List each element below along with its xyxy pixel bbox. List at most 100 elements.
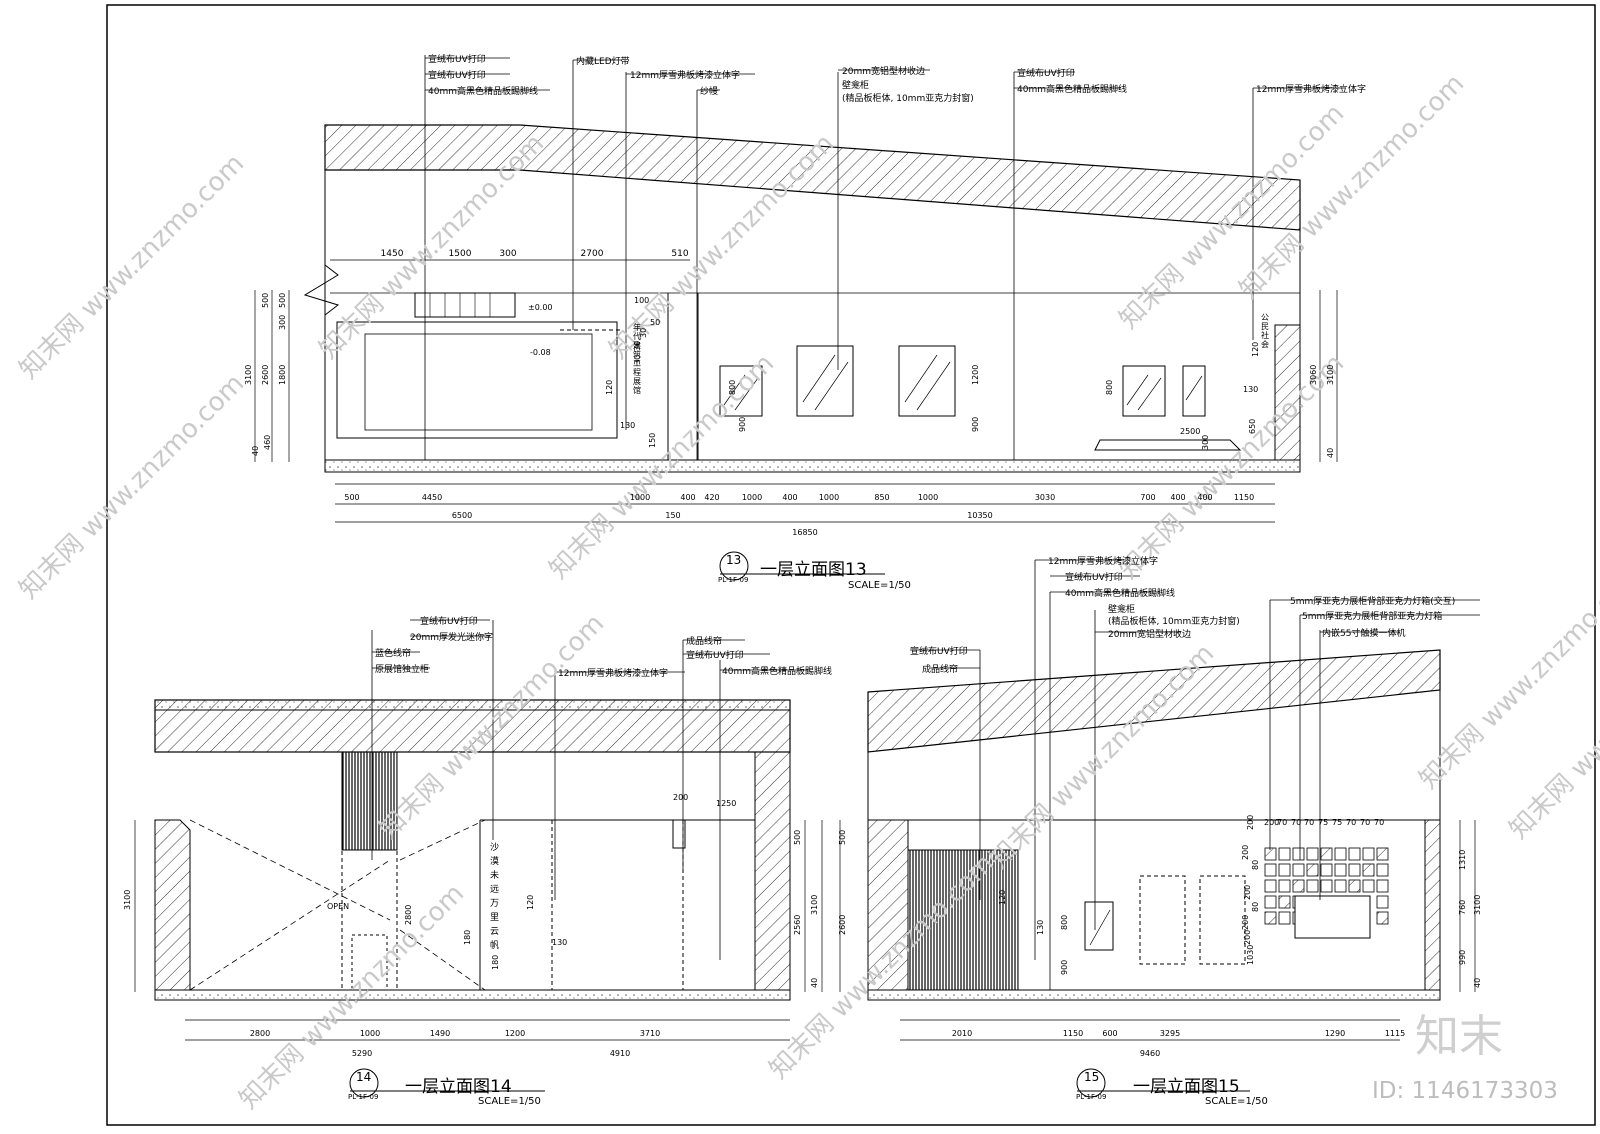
e13-bottom-dim: 400 (1170, 493, 1185, 502)
lightbox-cell (1264, 863, 1277, 877)
e13-left-dim: 1800 (278, 365, 287, 385)
e14-open-label: OPEN (327, 902, 349, 911)
e13-bottom-dim: 1000 (819, 493, 839, 502)
e14-bottom-dim: 1200 (505, 1029, 525, 1038)
e13-note: 宣绒布UV打印 (1017, 67, 1075, 79)
e14-dim: 200 (673, 793, 688, 802)
e15-note: 20mm宽铝型材收边 (1108, 628, 1191, 640)
e15-dim: 70 (1374, 818, 1384, 827)
e15-dim: 200 (1241, 845, 1250, 860)
lightbox-cell (1376, 879, 1389, 893)
e14-dim: 120 (526, 895, 535, 910)
e13-note: 壁龛柜 (842, 79, 869, 91)
e13-inner-dim: 800 (728, 380, 737, 395)
e14-note: 40mm高黑色精品板踢脚线 (722, 665, 832, 677)
e15-dim: 75 (1318, 818, 1328, 827)
e13-wall-text: 社 (1261, 330, 1269, 340)
title-blocks (349, 551, 1250, 1098)
lightbox-cell (1348, 863, 1361, 877)
e13-inner-dim: 800 (1105, 380, 1114, 395)
e13-bottom-dim: 10350 (967, 511, 992, 520)
lightbox-cell (1376, 911, 1389, 925)
e14-dim: 180 (491, 955, 500, 970)
elevation-15 (839, 559, 1480, 1041)
e15-lightbox-grid (1264, 847, 1389, 925)
e13-left-dim: 40 (251, 446, 260, 456)
e13-top-dim: 1500 (449, 249, 472, 259)
e13-right-dim: 3100 (1326, 365, 1335, 385)
e13-wall-text: 展 (633, 377, 641, 386)
e13-bottom-dim: 4450 (422, 493, 442, 502)
lightbox-cell (1264, 911, 1277, 925)
watermark-text: 知末网 www.znzmo.com (14, 149, 250, 385)
e13-note: 纱幔 (700, 85, 718, 97)
e13-bottom-dim: 400 (1197, 493, 1212, 502)
e13-note: 20mm宽铝型材收边 (842, 65, 925, 77)
lightbox-cell (1292, 879, 1305, 893)
e14-dim: 130 (552, 938, 567, 947)
e14-vertical-text: 未 (490, 869, 499, 881)
e13-top-dim: 2700 (581, 249, 604, 259)
e13-inner-dim: 120 (1251, 342, 1260, 357)
lightbox-cell (1306, 863, 1319, 877)
e13-top-dim: 300 (499, 249, 516, 259)
e13-inner-dim: 130 (1243, 385, 1258, 394)
e14-note: 20mm厚发光迷你字 (410, 631, 493, 643)
lightbox-cell (1278, 847, 1291, 861)
e13-left-dim: 500 (261, 293, 270, 308)
e13-wall-text: 代 (633, 331, 641, 341)
e13-note: 宣绒布UV打印 (428, 53, 486, 65)
e15-dim: 200 (1246, 815, 1255, 830)
lightbox-cell (1334, 879, 1347, 893)
lightbox-cell (1306, 879, 1319, 893)
e13-right-dim: 40 (1326, 448, 1335, 458)
e13-left-dim: 460 (263, 435, 272, 450)
e15-dim: 70 (1346, 818, 1356, 827)
e13-top-dim: 1450 (381, 249, 404, 259)
lightbox-cell (1320, 863, 1333, 877)
e13-inner-dim: 50 (650, 318, 660, 327)
e13-note: 12mm厚雪弗板烤漆立体字 (630, 69, 740, 81)
lightbox-cell (1306, 847, 1319, 861)
e15-bottom-dim: 9460 (1140, 1049, 1160, 1058)
lightbox-cell (1376, 863, 1389, 877)
e15-note: 40mm高黑色精品板踢脚线 (1065, 587, 1175, 599)
e14-vertical-text: 帆 (490, 939, 499, 951)
e13-inner-dim: 100 (634, 296, 649, 305)
e15-dim: 500 (838, 830, 847, 845)
e13-inner-dim: 1200 (971, 365, 980, 385)
e15-dim: 1030 (1246, 945, 1255, 965)
e13-inner-dim: 30 (633, 341, 642, 351)
e13-wall-text: 建 (633, 340, 641, 350)
e13-left-dim: 2600 (261, 365, 270, 385)
e13-note: 内藏LED灯带 (576, 55, 630, 67)
e14-vertical-text: 沙 (490, 842, 499, 853)
lightbox-cell (1376, 895, 1389, 909)
e15-dim: 1310 (1458, 850, 1467, 870)
lightbox-cell (1264, 847, 1277, 861)
e14-dim: 3100 (810, 895, 819, 915)
lightbox-cell (1334, 863, 1347, 877)
watermark-text: 知末网 www.znzmo.com (984, 639, 1220, 875)
e13-wall-text: 馆 (633, 385, 641, 395)
e15-dim: 200 (1264, 818, 1279, 827)
e13-wall-text: 公 (1261, 313, 1269, 322)
watermark-text: 知末网 www.znzmo.com (14, 369, 250, 605)
e14-dim: 3100 (123, 890, 132, 910)
e15-dim: 2600 (838, 915, 847, 935)
e14-bottom-dim: 2800 (250, 1029, 270, 1038)
lightbox-cell (1292, 863, 1305, 877)
e13-inner-dim: 150 (648, 433, 657, 448)
e13-inner-dim: 650 (1248, 419, 1257, 434)
e13-left-dim: 3100 (244, 365, 253, 385)
e15-dim: 990 (1458, 950, 1467, 965)
e14-note: 原展馆独立柜 (375, 663, 429, 675)
e15-dim: 130 (1036, 920, 1045, 935)
e13-note: 40mm高黑色精品板踢脚线 (1017, 83, 1127, 95)
lightbox-cell (1334, 847, 1347, 861)
e14-dim: 500 (793, 830, 802, 845)
elevation-13 (254, 55, 1345, 523)
e13-floor (324, 459, 1301, 473)
e14-note: 宣绒布UV打印 (420, 615, 478, 627)
